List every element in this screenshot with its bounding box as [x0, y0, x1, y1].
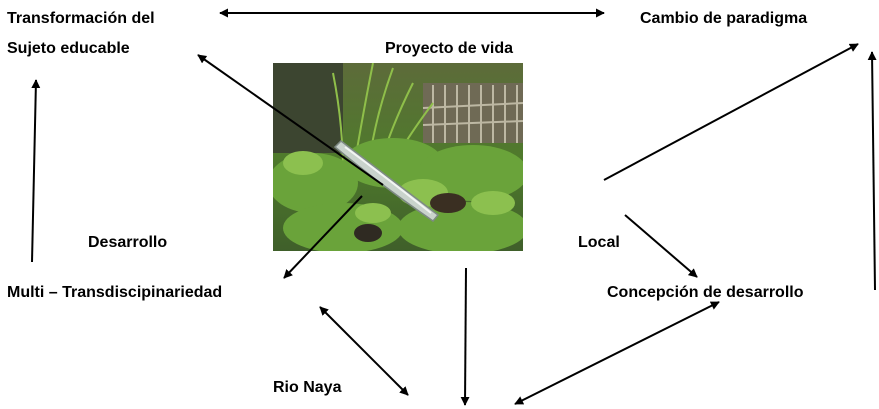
label-cambio-de-paradigma: Cambio de paradigma [640, 10, 808, 27]
arrow-photo-down [460, 267, 470, 406]
label-local: Local [578, 234, 620, 251]
label-transformacion-line2: Sujeto educable [7, 40, 130, 57]
arrow-photo-to-sujeto [197, 54, 384, 186]
arrow-concepcion-to-cambio [867, 51, 877, 291]
label-transformacion-line1: Transformación del [7, 10, 155, 27]
label-proyecto-de-vida: Proyecto de vida [385, 40, 514, 57]
arrow-local-to-cambio [603, 43, 859, 181]
arrow-multi-to-sujeto [31, 79, 41, 263]
label-rio-naya: Rio Naya [273, 379, 342, 396]
label-multi-transdisciplinariedad: Multi – Transdiscipinariedad [7, 284, 223, 301]
label-concepcion-de-desarrollo: Concepción de desarrollo [607, 284, 804, 301]
arrow-local-to-concepcion [624, 214, 698, 278]
river-canoe-photo [273, 63, 523, 251]
arrow-photo-to-multi [283, 195, 363, 279]
arrow-multi-rio [319, 306, 409, 396]
arrow-bottom-concepcion [514, 301, 720, 405]
label-desarrollo: Desarrollo [88, 234, 168, 251]
